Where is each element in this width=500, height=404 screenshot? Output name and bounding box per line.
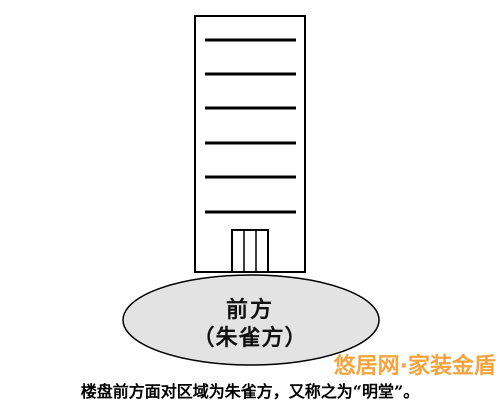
entrance-door: [231, 229, 269, 273]
front-area-label: 前方: [225, 297, 274, 323]
watermark-logo: 悠居网·家装金盾: [333, 354, 496, 379]
front-area-sublabel: （朱雀方）: [192, 325, 308, 351]
front-area-ellipse: [122, 274, 380, 366]
diagram-caption: 楼盘前方面对区域为朱雀方，又称之为“明堂”。: [80, 382, 420, 401]
